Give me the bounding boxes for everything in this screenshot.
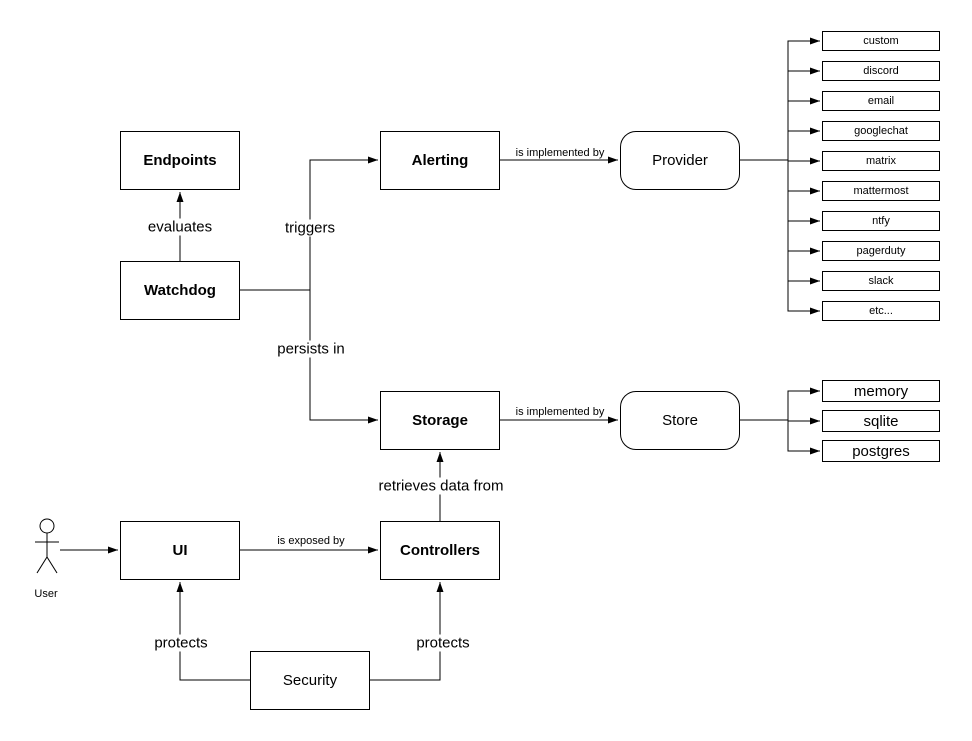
edge-label-evaluates: evaluates bbox=[144, 218, 216, 236]
node-controllers: Controllers bbox=[380, 521, 500, 580]
user-actor-label: User bbox=[34, 588, 58, 600]
provider-item: mattermost bbox=[822, 181, 940, 201]
edge-provider-implementation bbox=[740, 67, 820, 161]
node-endpoints: Endpoints bbox=[120, 131, 240, 190]
provider-item: email bbox=[822, 91, 940, 111]
user-actor-icon bbox=[35, 518, 59, 574]
edge-provider-implementation bbox=[740, 159, 820, 255]
edge-security-controllers bbox=[370, 582, 444, 681]
edge-provider-implementation bbox=[740, 127, 820, 161]
provider-item: etc... bbox=[822, 301, 940, 321]
provider-item: pagerduty bbox=[822, 241, 940, 261]
node-store: Store bbox=[620, 391, 740, 450]
edge-security-ui bbox=[176, 582, 250, 681]
edge-store-implementation bbox=[740, 387, 820, 421]
store-item: sqlite bbox=[822, 410, 940, 432]
store-item: postgres bbox=[822, 440, 940, 462]
edge-store-implementation bbox=[740, 419, 820, 455]
edge-provider-implementation bbox=[740, 159, 820, 195]
node-security: Security bbox=[250, 651, 370, 710]
edge-label-protects-controllers: protects bbox=[413, 634, 473, 652]
provider-item: matrix bbox=[822, 151, 940, 171]
provider-item: slack bbox=[822, 271, 940, 291]
edge-label-retrieves-data-from: retrieves data from bbox=[375, 477, 507, 495]
node-ui: UI bbox=[120, 521, 240, 580]
edge-label-triggers: triggers bbox=[281, 219, 339, 237]
node-provider: Provider bbox=[620, 131, 740, 190]
node-alerting: Alerting bbox=[380, 131, 500, 190]
edge-label-is-exposed-by: is exposed by bbox=[274, 535, 348, 547]
provider-item: googlechat bbox=[822, 121, 940, 141]
edge-label-protects-ui: protects bbox=[151, 634, 211, 652]
store-item: memory bbox=[822, 380, 940, 402]
node-watchdog: Watchdog bbox=[120, 261, 240, 320]
provider-item: custom bbox=[822, 31, 940, 51]
edge-label-provider-implemented-by: is implemented by bbox=[512, 147, 608, 159]
edge-provider-implementation bbox=[740, 159, 820, 315]
edge-label-store-implemented-by: is implemented by bbox=[512, 406, 608, 418]
node-storage: Storage bbox=[380, 391, 500, 450]
edge-label-persists-in: persists in bbox=[274, 340, 348, 358]
provider-item: ntfy bbox=[822, 211, 940, 231]
provider-item: discord bbox=[822, 61, 940, 81]
